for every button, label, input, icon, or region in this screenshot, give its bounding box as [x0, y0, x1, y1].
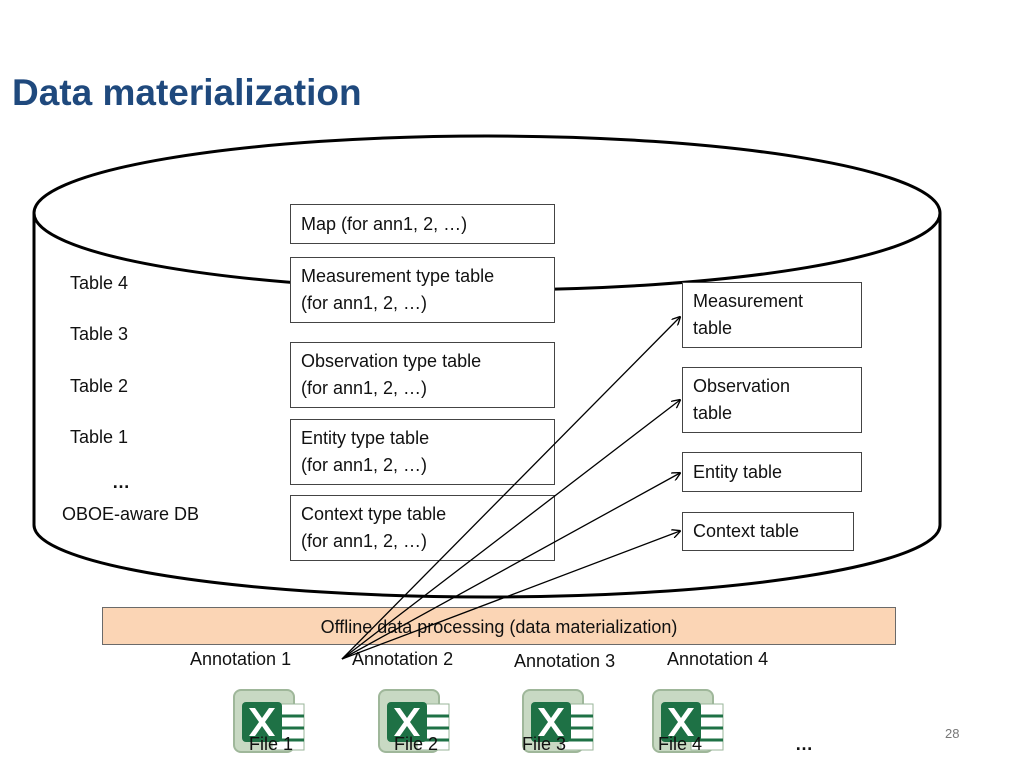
file-label: File 2 — [394, 734, 439, 754]
file-label: File 1 — [249, 734, 294, 754]
box-line: (for ann1, 2, …) — [301, 455, 428, 475]
page-number: 28 — [945, 726, 960, 741]
box-line: (for ann1, 2, …) — [301, 531, 428, 551]
offline-processing-band: Offline data processing (data materializ… — [102, 607, 896, 645]
files-ellipsis: … — [795, 734, 813, 754]
file-label: File 3 — [522, 734, 567, 754]
excel-file-icon — [378, 689, 450, 753]
entity-type-box: Entity type table (for ann1, 2, …) — [290, 419, 555, 485]
box-line: Measurement type table — [301, 266, 495, 286]
db-table-label: Table 1 — [70, 427, 129, 447]
slide-title: Data materialization — [12, 72, 362, 113]
db-table-label: Table 4 — [70, 273, 129, 293]
excel-file-icon — [652, 689, 724, 753]
annotation-label: Annotation 3 — [514, 651, 616, 671]
box-line: table — [693, 318, 733, 338]
box-line: (for ann1, 2, …) — [301, 293, 428, 313]
db-ellipsis: … — [112, 472, 130, 492]
file-label: File 4 — [658, 734, 703, 754]
observation-type-box: Observation type table (for ann1, 2, …) — [290, 342, 555, 408]
db-table-label: Table 2 — [70, 376, 129, 396]
context-table-box: Context table — [682, 512, 854, 551]
box-line: Observation — [693, 376, 791, 396]
entity-table-box: Entity table — [682, 452, 862, 492]
db-table-label: Table 3 — [70, 324, 129, 344]
excel-file-icon — [522, 689, 594, 753]
annotation-label: Annotation 2 — [352, 649, 454, 669]
box-line: table — [693, 403, 733, 423]
db-caption: OBOE-aware DB — [62, 504, 200, 524]
context-type-box: Context type table (for ann1, 2, …) — [290, 495, 555, 561]
annotation-label: Annotation 1 — [190, 649, 292, 669]
map-box-label: Map (for ann1, 2, …) — [301, 214, 468, 234]
box-line: Context table — [693, 521, 800, 541]
box-line: Entity table — [693, 462, 783, 482]
map-box: Map (for ann1, 2, …) — [290, 204, 555, 244]
measurement-table-box: Measurement table — [682, 282, 862, 348]
box-line: Entity type table — [301, 428, 430, 448]
annotation-label: Annotation 4 — [667, 649, 769, 669]
box-line: Observation type table — [301, 351, 482, 371]
measurement-type-box: Measurement type table (for ann1, 2, …) — [290, 257, 555, 323]
observation-table-box: Observation table — [682, 367, 862, 433]
excel-file-icon — [233, 689, 305, 753]
box-line: Measurement — [693, 291, 804, 311]
box-line: (for ann1, 2, …) — [301, 378, 428, 398]
box-line: Context type table — [301, 504, 447, 524]
